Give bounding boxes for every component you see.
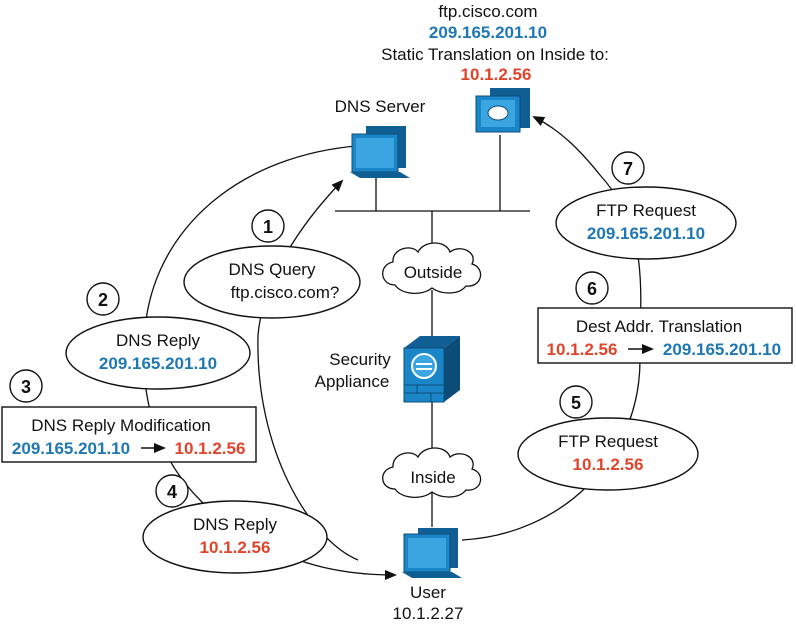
reply-arc-upper [143, 144, 373, 526]
step-3-to: 10.1.2.56 [175, 439, 246, 458]
inside-cloud-label: Inside [410, 468, 455, 487]
step-4-number: 4 [167, 482, 177, 502]
network-links [335, 135, 530, 527]
step-2-line2: 209.165.201.10 [99, 354, 217, 373]
step-6: 6 Dest Addr. Translation 10.1.2.56 209.1… [537, 271, 793, 364]
step-5-number: 5 [571, 393, 581, 413]
step-4-line1: DNS Reply [193, 515, 278, 534]
static-translation-note: Static Translation on Inside to: [381, 45, 609, 64]
outside-cloud-label: Outside [404, 263, 463, 282]
step-7-line2: 209.165.201.10 [587, 224, 705, 243]
outside-cloud [382, 242, 482, 294]
step-6-from: 10.1.2.56 [547, 340, 618, 359]
step-2-number: 2 [98, 290, 108, 310]
appliance-label-line2: Appliance [315, 372, 390, 391]
appliance-label-line1: Security [329, 350, 391, 369]
security-appliance-icon [403, 336, 460, 403]
dns-server-label: DNS Server [335, 97, 426, 116]
step-5-line2: 10.1.2.56 [573, 455, 644, 474]
step-1-line1: DNS Query [229, 260, 316, 279]
step-1-number: 1 [263, 217, 273, 237]
step-5-line1: FTP Request [558, 432, 658, 451]
user-computer-icon [402, 528, 462, 578]
step-2: 2 DNS Reply 209.165.201.10 [65, 282, 251, 390]
step-1: 1 DNS Query ftp.cisco.com? [183, 209, 361, 319]
ftp-server-icon [475, 88, 530, 133]
step-7-number: 7 [623, 159, 633, 179]
step-3-from: 209.165.201.10 [12, 439, 130, 458]
ftp-inside-ip: 10.1.2.56 [461, 65, 532, 84]
step-7-line1: FTP Request [596, 201, 696, 220]
step-2-line1: DNS Reply [116, 331, 201, 350]
ftp-hostname: ftp.cisco.com [438, 2, 537, 21]
step-6-to: 209.165.201.10 [663, 340, 781, 359]
step-4: 4 DNS Reply 10.1.2.56 [142, 474, 328, 574]
inside-cloud [382, 447, 482, 498]
step-5: 5 FTP Request 10.1.2.56 [517, 385, 699, 491]
dns-server-icon [350, 126, 410, 178]
step-3: 3 DNS Reply Modification 209.165.201.10 … [1, 369, 257, 463]
step-3-line1: DNS Reply Modification [31, 416, 211, 435]
step-6-line1: Dest Addr. Translation [576, 317, 742, 336]
step-1-line2: ftp.cisco.com? [231, 283, 340, 302]
user-ip: 10.1.2.27 [393, 604, 464, 623]
step-6-number: 6 [587, 279, 597, 299]
step-4-line2: 10.1.2.56 [200, 538, 271, 557]
step-3-number: 3 [21, 377, 31, 397]
step-7: 7 FTP Request 209.165.201.10 [555, 151, 737, 260]
ftp-public-ip: 209.165.201.10 [429, 23, 547, 42]
user-label: User [410, 583, 446, 602]
